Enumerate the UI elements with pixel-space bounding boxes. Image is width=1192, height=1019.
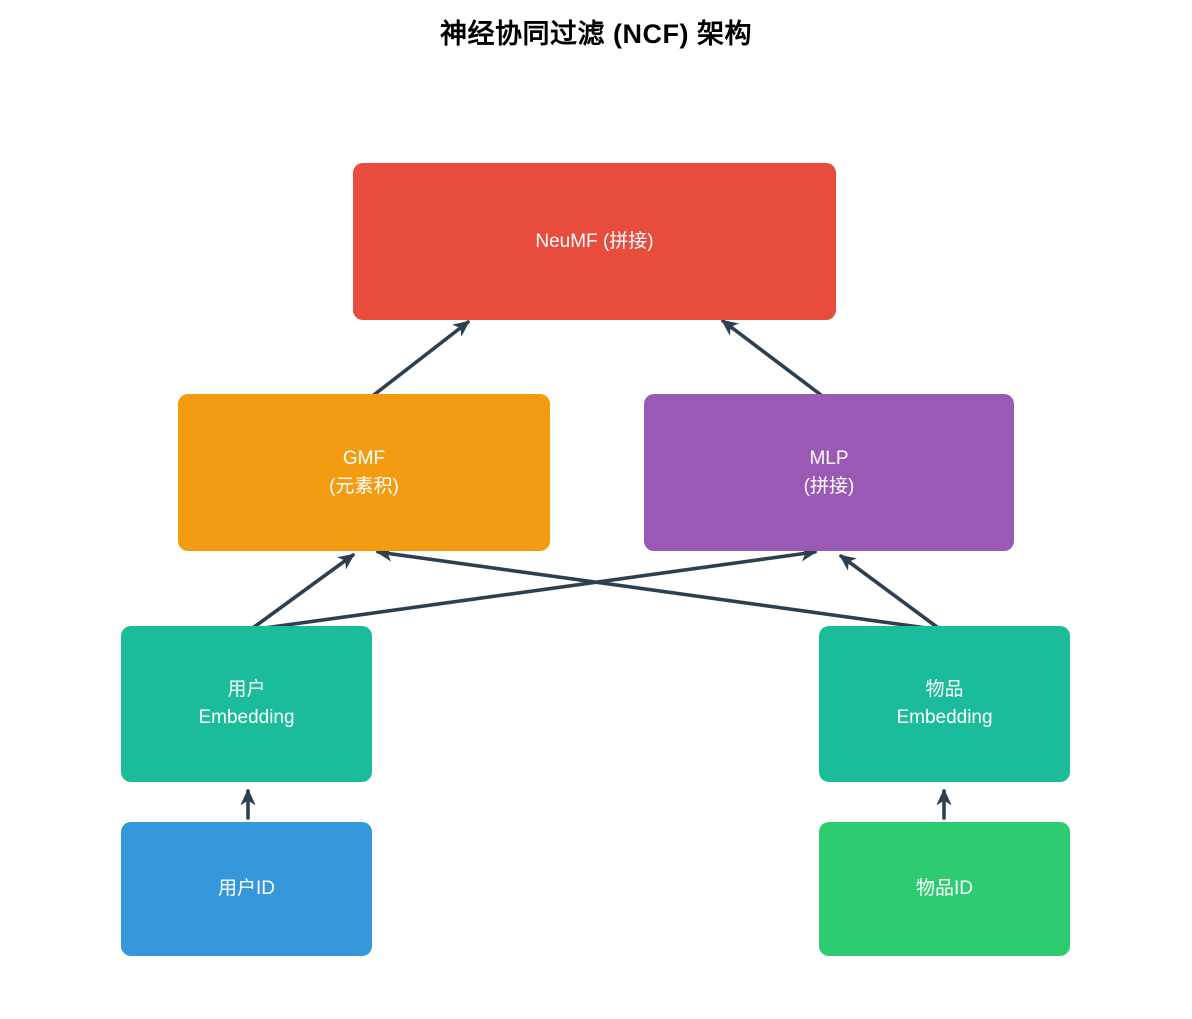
node-gmf-label-line1: GMF (342, 447, 386, 469)
node-user-embedding: 用户 Embedding (121, 626, 372, 782)
node-user-embedding-label-line2: Embedding (198, 707, 295, 728)
edge-gmf-to-neumf (364, 320, 470, 403)
node-item-embedding: 物品 Embedding (819, 626, 1070, 782)
node-mlp-label-line1: MLP (809, 447, 849, 469)
node-neumf-label: NeuMF (拼接) (535, 230, 654, 252)
node-neumf: NeuMF (拼接) (353, 163, 836, 320)
node-mlp: MLP (拼接) (644, 394, 1014, 551)
node-item-embedding-label-line2: Embedding (896, 707, 993, 728)
edge-user-embedding-to-mlp (248, 546, 818, 632)
node-item-embedding-label-line1: 物品 (925, 679, 964, 701)
node-item-id-label: 物品ID (915, 878, 973, 900)
node-mlp-label-line2: (拼接) (803, 475, 855, 497)
diagram-title: 神经协同过滤 (NCF) 架构 (440, 19, 752, 49)
node-item-id: 物品ID (819, 822, 1070, 956)
node-gmf: GMF (元素积) (178, 394, 550, 551)
node-gmf-label-line2: (元素积) (329, 475, 399, 497)
node-user-embedding-label-line1: 用户 (227, 679, 266, 701)
node-user-id: 用户ID (121, 822, 372, 956)
edge-item-embedding-to-gmf (375, 546, 943, 632)
edge-user-embedding-to-gmf (248, 553, 355, 632)
edge-mlp-to-neumf (721, 319, 831, 403)
node-user-id-label: 用户ID (217, 878, 275, 900)
edge-item-embedding-to-mlp (839, 554, 943, 632)
